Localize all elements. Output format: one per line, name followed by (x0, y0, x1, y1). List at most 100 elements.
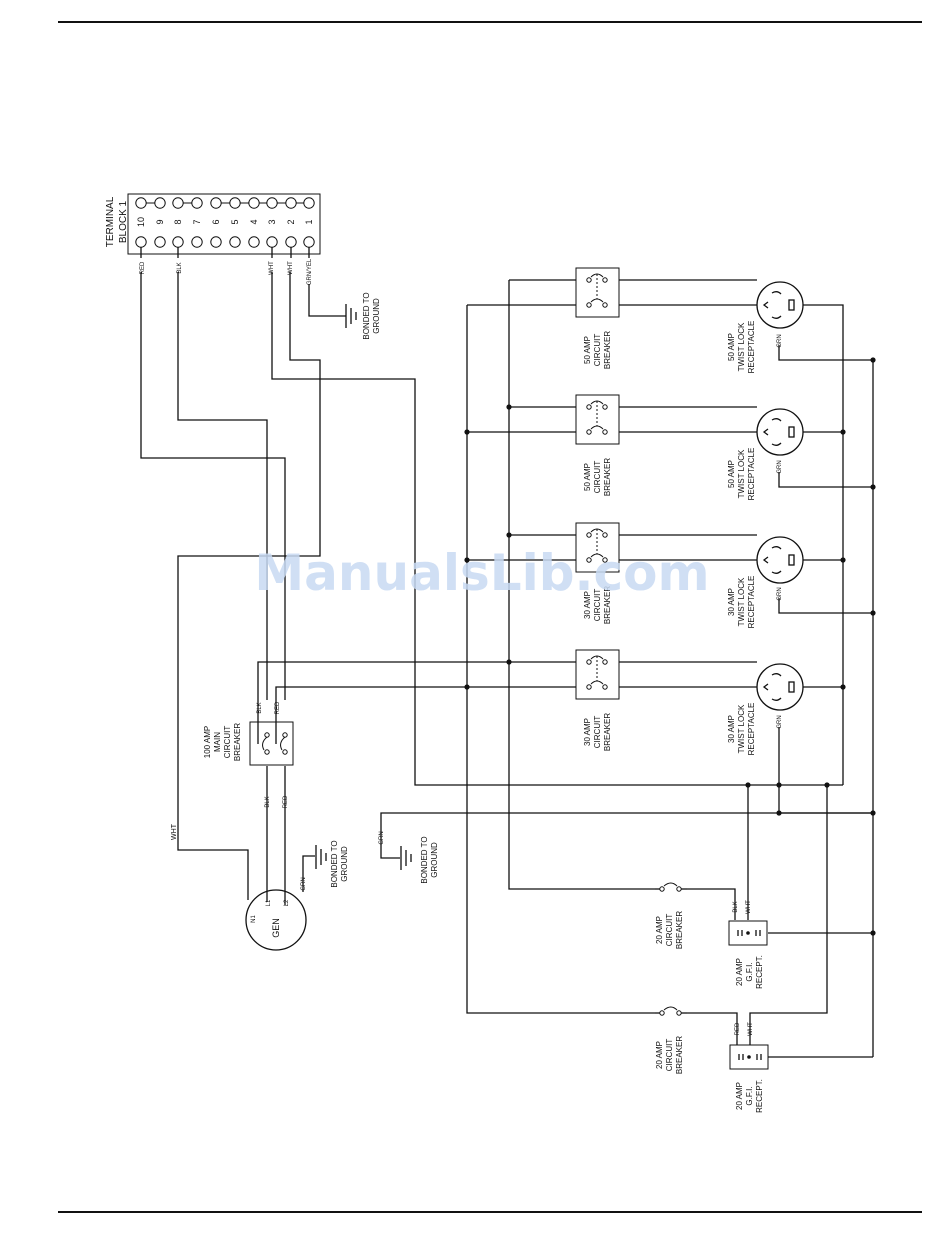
twist-3-l3: RECEPTACLE (747, 576, 756, 629)
twist-4-amp: 30 AMP (727, 715, 736, 743)
terminal-number-4: 4 (249, 219, 259, 224)
terminal-number-5: 5 (230, 219, 240, 224)
junction-dot-13 (870, 930, 876, 936)
twist-lock-3-symbol (756, 536, 804, 584)
breaker-5-l2: CIRCUIT (665, 914, 674, 947)
twist-lock-3-slot-c (788, 554, 795, 566)
breaker-3-contact-b0 (602, 532, 608, 538)
twist-1-l3: RECEPTACLE (747, 321, 756, 374)
twist-1-l2: TWIST LOCK (737, 322, 746, 371)
twist-lock-4-slot-c (788, 681, 795, 693)
terminal-top-9 (154, 197, 166, 209)
terminal-bottom-3 (266, 236, 278, 248)
bonded-label-2a: BONDED TO (420, 836, 429, 883)
wire-label-blk-main-bottom: BLK (265, 796, 271, 807)
terminal-bottom-4 (248, 236, 260, 248)
breaker-6-l2: CIRCUIT (665, 1039, 674, 1072)
terminal-bottom-9 (154, 236, 166, 248)
twist-lock-1-slot-b (771, 315, 782, 319)
terminal-number-1: 1 (304, 219, 314, 224)
junction-dot-7 (840, 557, 846, 563)
junction-dot-5 (464, 684, 470, 690)
breaker-4-contact-b0 (602, 659, 608, 665)
junction-dot-10 (870, 484, 876, 490)
terminal-bottom-7 (191, 236, 203, 248)
terminal-bottom-1 (303, 236, 315, 248)
twist-lock-1-slot-a (771, 291, 782, 295)
twist-lock-4-symbol (756, 663, 804, 711)
twist-lock-2-slot-b (771, 442, 782, 446)
junction-dot-8 (840, 684, 846, 690)
terminal-bottom-6 (210, 236, 222, 248)
junction-dot-17 (776, 810, 782, 816)
breaker-4-box (575, 649, 620, 700)
wire-label-red-main-top: RED (275, 701, 281, 714)
generator (245, 889, 307, 951)
terminal-top-5 (229, 197, 241, 209)
twist-lock-1-body (756, 281, 804, 329)
breaker-5-amp: 20 AMP (655, 916, 664, 944)
terminal-block-subtitle: BLOCK 1 (118, 200, 129, 243)
breaker-4-contact-a1 (586, 684, 592, 690)
twist-lock-3-ground-pin (762, 556, 769, 564)
wire-label-wht-tb3: WHT (269, 261, 275, 275)
bonded-label-2b: GROUND (430, 842, 439, 878)
terminal-number-9: 9 (155, 219, 165, 224)
twist-lock-3-body (756, 536, 804, 584)
wire-label-grn-t2: GRN (777, 460, 783, 473)
twist-lock-3-slot-a (771, 546, 782, 550)
terminal-number-10: 10 (136, 217, 146, 227)
terminal-number-8: 8 (173, 219, 183, 224)
twist-lock-4-ground-pin (762, 683, 769, 691)
breaker-5-l3: BREAKER (675, 911, 684, 949)
breaker-1-contact-a0 (586, 277, 592, 283)
terminal-number-7: 7 (192, 219, 202, 224)
ground-symbol-gen (315, 845, 327, 869)
ground-symbol-terminal (308, 284, 357, 328)
wire-label-grn-t3: GRN (777, 587, 783, 600)
gfi-2-amp: 20 AMP (735, 1082, 744, 1110)
twist-lock-2-slot-c (788, 426, 795, 438)
breaker-20a-2-symbol (655, 1006, 687, 1016)
wire-label-wht-gfi1: WHT (746, 900, 752, 914)
breaker-4-amp: 30 AMP (583, 718, 592, 746)
breaker-1-l2: CIRCUIT (593, 334, 602, 367)
twist-2-l2: TWIST LOCK (737, 449, 746, 498)
junction-dots (464, 357, 876, 936)
breaker-4-l3: BREAKER (603, 713, 612, 751)
main-breaker-label-4: BREAKER (233, 723, 242, 761)
breaker-4-l2: CIRCUIT (593, 716, 602, 749)
terminal-top-6 (210, 197, 222, 209)
junction-dot-2 (506, 659, 512, 665)
terminal-top-3 (266, 197, 278, 209)
twist-2-l3: RECEPTACLE (747, 448, 756, 501)
main-breaker-label-1: 100 AMP (203, 726, 212, 758)
junction-dot-6 (840, 429, 846, 435)
breaker-1-contact-a1 (586, 302, 592, 308)
breaker-2-contact-b1 (602, 429, 608, 435)
wire-label-grn-gen: GRN (301, 877, 307, 890)
twist-lock-4-slot-a (771, 673, 782, 677)
breaker-1-box (575, 267, 620, 318)
breaker-3-box (575, 522, 620, 573)
wire-label-red-tb: RED (140, 261, 146, 274)
bonded-label-1b: GROUND (372, 298, 381, 334)
breaker-1-arc1 (590, 298, 604, 303)
watermark: ManualsLib.com (254, 544, 709, 602)
twist-lock-receptacles (756, 281, 804, 711)
breaker-2-amp: 50 AMP (583, 463, 592, 491)
breaker-3-contact-a0 (586, 532, 592, 538)
circuit-breakers (575, 267, 620, 700)
breaker-4-symbol (575, 649, 620, 700)
junction-dot-4 (464, 557, 470, 563)
breaker-3-contact-a1 (586, 557, 592, 563)
terminal-top-10 (135, 197, 147, 209)
terminal-top-4 (248, 197, 260, 209)
junction-dot-11 (870, 610, 876, 616)
twist-lock-2-body (756, 408, 804, 456)
terminal-top-7 (191, 197, 203, 209)
generator-terminal-l1: L1 (266, 899, 272, 906)
breaker-2-box (575, 394, 620, 445)
